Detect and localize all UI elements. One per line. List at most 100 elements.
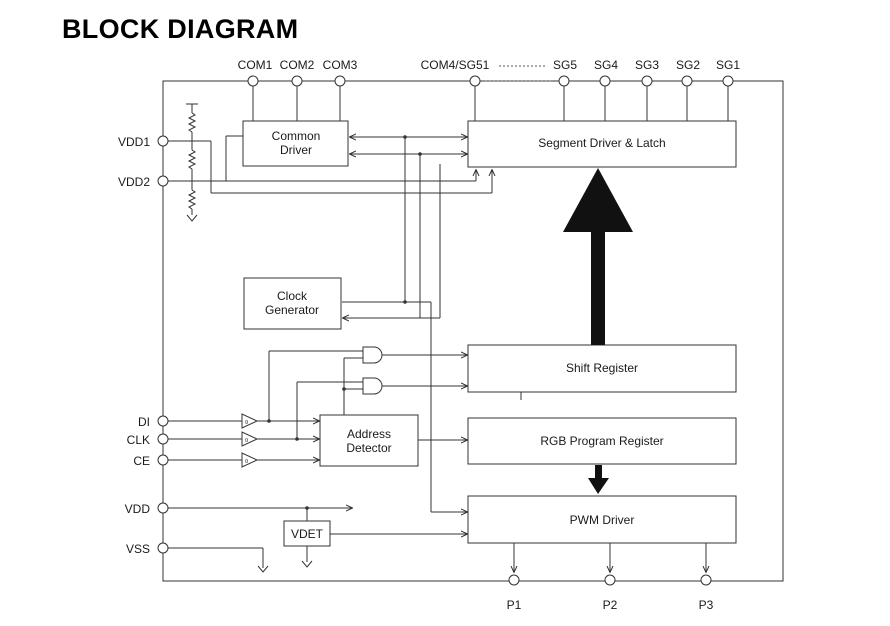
buffer-di-icon: ¤ [241,413,259,429]
clock-generator-block: Clock Generator [243,277,342,330]
pin-sg2: SG2 [676,58,700,121]
pin-terminal [247,75,259,87]
pin-com2: COM2 [280,58,315,122]
pin-label-vdd1: VDD1 [118,135,150,149]
pin-p1: P1 [507,543,522,612]
pin-label-com1: COM1 [238,58,273,72]
svg-text:¤: ¤ [245,459,248,465]
pin-terminal [157,502,169,514]
pin-terminal [681,75,693,87]
resistor-icon [187,189,197,210]
page-title: BLOCK DIAGRAM [62,14,299,44]
pin-vdd2: VDD2 [118,175,192,189]
pin-label-sg4: SG4 [594,58,618,72]
resistor-icon [187,112,197,133]
data-flow-arrows [563,168,633,494]
pin-terminal [157,175,169,187]
clock-generator-label-2: Generator [265,303,319,317]
svg-text:¤: ¤ [245,420,248,426]
pin-label-sg2: SG2 [676,58,700,72]
pin-sg4: SG4 [594,58,618,121]
bottom-pins: P1 P2 P3 [507,543,714,612]
pin-sg3: SG3 [635,58,659,121]
resistor-ladder [186,103,198,222]
pin-terminal [469,75,481,87]
pin-label-com2: COM2 [280,58,315,72]
pin-terminal [157,542,169,554]
pin-terminal [157,433,169,445]
pin-label-vdd2: VDD2 [118,175,150,189]
pin-label-sg3: SG3 [635,58,659,72]
ground-icon [301,560,313,568]
pin-label-p2: P2 [603,598,618,612]
pin-label-ce: CE [133,454,150,468]
pin-terminal [558,75,570,87]
address-detector-block: Address Detector [319,414,419,467]
pin-terminal [599,75,611,87]
pin-terminal [722,75,734,87]
resistor-icon [187,149,197,170]
and-gate-icon [362,346,383,364]
pin-terminal [641,75,653,87]
ground-icon [186,214,198,222]
pin-label-di: DI [138,415,150,429]
rgb-program-register-label: RGB Program Register [540,434,663,448]
left-pins: VDD1 VDD2 DI CLK CE VDD [118,135,352,573]
pin-com4-sg51: COM4/SG51 [421,58,490,121]
svg-text:¤: ¤ [245,438,248,444]
pin-com1: COM1 [238,58,273,122]
shift-register-block: Shift Register [467,344,737,393]
pin-vdd1: VDD1 [118,135,192,149]
pin-vdd: VDD [125,502,352,516]
pin-terminal [157,415,169,427]
pin-label-vss: VSS [126,542,150,556]
pin-p3: P3 [699,543,714,612]
buffer-ce-icon: ¤ [241,452,259,468]
ground-icon [257,565,269,573]
address-detector-label-1: Address [347,427,391,441]
and-gate-icon [362,377,383,395]
pin-terminal [157,135,169,147]
pin-sg1: SG1 [716,58,740,121]
pin-label-p3: P3 [699,598,714,612]
pin-di: DI [138,415,242,429]
address-detector-label-2: Detector [346,441,391,455]
input-logic: ¤ ¤ ¤ [241,346,522,468]
pwm-driver-block: PWM Driver [467,495,737,544]
big-arrow-shaft [591,230,605,345]
common-driver-label-2: Driver [280,143,312,157]
shift-register-label: Shift Register [566,361,638,375]
vdet-label: VDET [291,527,324,541]
pin-p2: P2 [603,543,618,612]
pin-terminal [157,454,169,466]
vdet-block: VDET [283,506,467,568]
pin-label-com3: COM3 [323,58,358,72]
big-arrow-head-icon [563,168,633,232]
pin-terminal [604,574,616,586]
pin-label-sg1: SG1 [716,58,740,72]
buffer-clk-icon: ¤ [241,431,259,447]
bus-wiring [192,135,492,512]
rgb-program-register-block: RGB Program Register [467,417,737,465]
pin-ce: CE [133,454,242,468]
down-arrow-icon [588,478,609,494]
pin-terminal [291,75,303,87]
pin-label-com4-sg51: COM4/SG51 [421,58,490,72]
pin-label-clk: CLK [127,433,150,447]
pin-com3: COM3 [323,58,358,122]
pin-vss: VSS [126,542,269,573]
pin-clk: CLK [127,433,242,447]
pwm-driver-label: PWM Driver [570,513,635,527]
segment-driver-label: Segment Driver & Latch [538,136,665,150]
pin-terminal [508,574,520,586]
segment-driver-block: Segment Driver & Latch [467,120,737,168]
pin-label-p1: P1 [507,598,522,612]
pin-label-vdd: VDD [125,502,151,516]
pin-terminal [334,75,346,87]
clock-generator-label-1: Clock [277,289,308,303]
pin-sg5: SG5 [553,58,577,121]
pin-terminal [700,574,712,586]
pin-label-sg5: SG5 [553,58,577,72]
top-pins: COM1 COM2 COM3 COM4/SG51 SG5 SG4 [238,58,740,122]
